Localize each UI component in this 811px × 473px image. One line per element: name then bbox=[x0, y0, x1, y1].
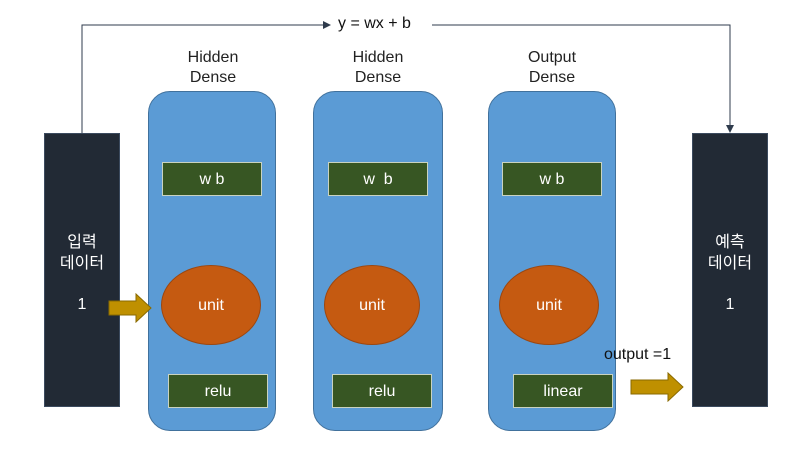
layer-2-params: w b bbox=[328, 162, 428, 196]
layer-2-title: Hidden Dense bbox=[318, 48, 438, 88]
input-data-line-1: 입력 bbox=[67, 234, 97, 251]
layer-2-title-line-1: Hidden bbox=[352, 49, 404, 66]
layer-2-unit: unit bbox=[324, 265, 420, 345]
input-data-value: 1 bbox=[77, 296, 87, 313]
layer-1-activation: relu bbox=[168, 374, 268, 408]
output-arrow-icon bbox=[630, 372, 684, 402]
input-data-line-2: 데이터 bbox=[59, 255, 105, 272]
prediction-data-value: 1 bbox=[725, 296, 735, 313]
prediction-data-box: 예측 데이터 1 bbox=[692, 133, 768, 407]
layer-1-title: Hidden Dense bbox=[153, 48, 273, 88]
layer-3-unit: unit bbox=[499, 265, 599, 345]
layer-1-unit: unit bbox=[161, 265, 261, 345]
layer-2-title-line-2: Dense bbox=[354, 69, 402, 86]
layer-3-title-line-1: Output bbox=[527, 49, 577, 66]
output-label: output =1 bbox=[604, 346, 672, 363]
input-data-box: 입력 데이터 1 bbox=[44, 133, 120, 407]
input-arrow-icon bbox=[108, 293, 152, 323]
prediction-data-line-1: 예측 bbox=[715, 234, 745, 251]
layer-2-activation: relu bbox=[332, 374, 432, 408]
layer-3-title: Output Dense bbox=[492, 48, 612, 88]
layer-3-title-line-2: Dense bbox=[528, 69, 576, 86]
layer-1-title-line-2: Dense bbox=[189, 69, 237, 86]
equation-label: y = wx + b bbox=[338, 15, 411, 32]
layer-3-params: w b bbox=[502, 162, 602, 196]
equation-connector-left bbox=[81, 21, 331, 133]
prediction-data-line-2: 데이터 bbox=[707, 255, 753, 272]
equation-connector-right bbox=[432, 24, 734, 133]
layer-3-activation: linear bbox=[513, 374, 613, 408]
layer-1-params: w b bbox=[162, 162, 262, 196]
layer-1-title-line-1: Hidden bbox=[187, 49, 239, 66]
